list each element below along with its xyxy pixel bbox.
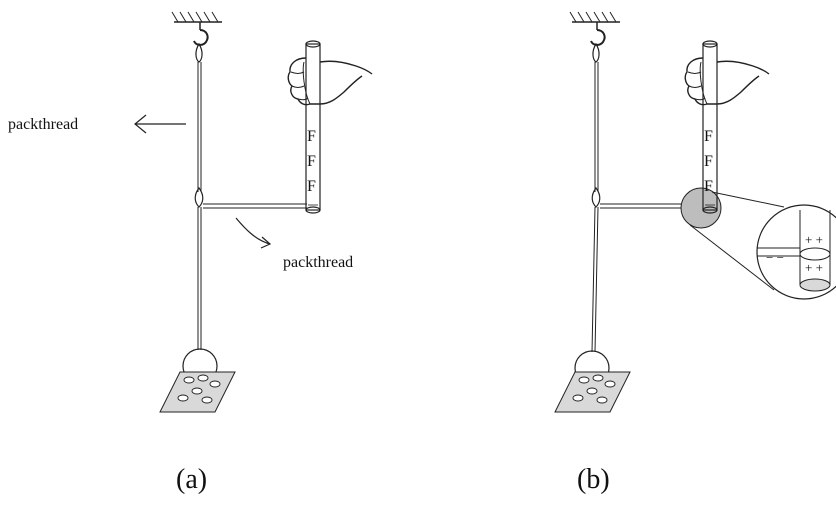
rod-letter: F xyxy=(704,178,713,195)
arrow-left-icon xyxy=(134,114,186,134)
vertical-thread xyxy=(591,62,601,353)
hand-icon xyxy=(684,57,770,106)
rod-letter: F xyxy=(307,128,316,145)
paper-scraps-icon xyxy=(159,371,236,413)
rod-letter: F xyxy=(704,128,713,145)
panel-b: F F F + + + + − − xyxy=(554,11,836,495)
paper-scraps-icon xyxy=(554,371,631,413)
hook-icon xyxy=(590,22,606,63)
highlight-circle xyxy=(680,187,722,229)
vertical-thread xyxy=(194,62,204,350)
zoom-charge-thread: − − xyxy=(766,250,784,265)
magnifier-connector xyxy=(689,191,785,291)
caption-b: (b) xyxy=(577,464,610,495)
rod-letter: F xyxy=(704,153,713,170)
hook-icon xyxy=(193,22,209,63)
horizontal-thread xyxy=(203,203,307,209)
glass-rod-icon xyxy=(702,40,718,214)
curved-arrow-icon xyxy=(235,217,272,249)
caption-a: (a) xyxy=(176,464,207,495)
packthread-label-upper: packthread xyxy=(8,116,78,133)
ceiling-hatch-icon xyxy=(171,11,222,23)
packthread-label-lower: packthread xyxy=(283,254,353,271)
glass-rod-icon xyxy=(305,40,321,214)
zoom-charge-upper: + + xyxy=(805,232,823,247)
panel-a: F F F packthread packthread (a) xyxy=(8,11,373,495)
hand-icon xyxy=(287,57,373,106)
rod-letter: F xyxy=(307,153,316,170)
magnifier-circle-icon xyxy=(756,204,836,300)
ceiling-hatch-icon xyxy=(569,11,620,23)
zoom-charge-lower: + + xyxy=(805,260,823,275)
rod-letter: F xyxy=(307,178,316,195)
